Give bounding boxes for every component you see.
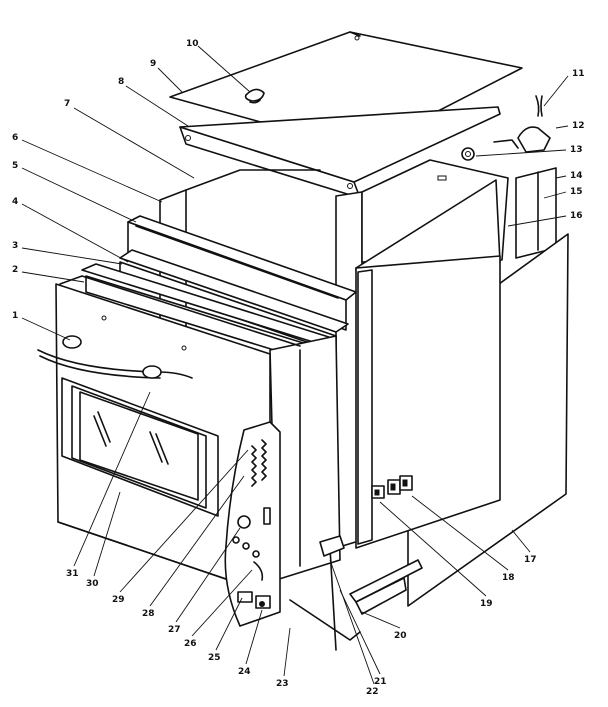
callout-15: 15 [570, 187, 583, 197]
callout-13: 13 [570, 145, 583, 155]
door-layers [81, 215, 357, 581]
callout-22: 22 [366, 687, 379, 697]
callout-18: 18 [502, 573, 515, 583]
callout-26: 26 [184, 639, 197, 649]
hinge-panel [224, 421, 345, 651]
callout-1: 1 [12, 311, 18, 321]
leader-lines [21, 45, 569, 685]
callout-14: 14 [570, 171, 583, 181]
callout-3: 3 [12, 241, 18, 251]
callout-31: 31 [66, 569, 79, 579]
callout-29: 29 [112, 595, 125, 605]
callout-30: 30 [86, 579, 99, 589]
outer-door [37, 275, 301, 595]
callout-20: 20 [394, 631, 407, 641]
callout-7: 7 [64, 99, 70, 109]
callout-17: 17 [524, 555, 537, 565]
thermostat-assembly [461, 95, 551, 161]
callout-9: 9 [150, 59, 156, 69]
callout-19: 19 [480, 599, 493, 609]
callout-6: 6 [12, 133, 18, 143]
top-clip [244, 88, 265, 104]
callout-5: 5 [12, 161, 18, 171]
control-side-panel [355, 255, 501, 549]
callout-21: 21 [374, 677, 387, 687]
callout-10: 10 [186, 39, 199, 49]
callout-4: 4 [12, 197, 18, 207]
callout-28: 28 [142, 609, 155, 619]
callout-25: 25 [208, 653, 221, 663]
callout-11: 11 [572, 69, 585, 79]
callout-labels: 1 2 3 4 5 6 7 8 9 10 11 12 13 14 15 16 1… [12, 39, 585, 697]
callout-8: 8 [118, 77, 124, 87]
callout-27: 27 [168, 625, 181, 635]
callout-2: 2 [12, 265, 18, 275]
callout-12: 12 [572, 121, 585, 131]
callout-16: 16 [570, 211, 583, 221]
bottom-bracket [349, 559, 423, 615]
callout-23: 23 [276, 679, 289, 689]
front-rail [179, 106, 501, 199]
callout-24: 24 [238, 667, 251, 677]
